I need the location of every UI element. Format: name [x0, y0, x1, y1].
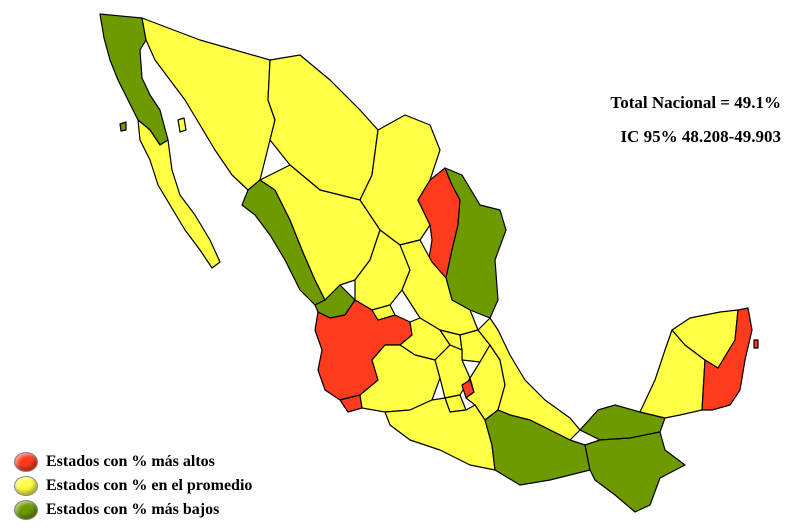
confidence-interval-label: IC 95% 48.208-49.903 — [620, 127, 781, 146]
legend-low-label: Estados con % más bajos — [46, 501, 220, 518]
legend-low-swatch — [14, 500, 38, 520]
legend-item-average: Estados con % en el promedio — [14, 474, 252, 498]
island-cedros — [119, 121, 127, 132]
legend-high-label: Estados con % más altos — [46, 453, 215, 470]
legend-item-high: Estados con % más altos — [14, 450, 252, 474]
state-chiapas — [584, 431, 686, 513]
state-quintana-roo — [701, 307, 753, 411]
legend-average-swatch — [14, 476, 38, 496]
map-legend: Estados con % más altos Estados con % en… — [14, 450, 252, 522]
state-baja-california-sur — [137, 119, 221, 269]
national-total-label: Total Nacional = 49.1% — [610, 93, 781, 112]
legend-high-swatch — [14, 452, 38, 472]
island-cozumel — [753, 339, 759, 349]
state-aguascalientes — [371, 304, 396, 321]
state-tamaulipas — [444, 167, 507, 319]
state-durango — [259, 164, 381, 301]
legend-item-low: Estados con % más bajos — [14, 498, 252, 522]
legend-average-label: Estados con % en el promedio — [46, 477, 253, 494]
national-stats: Total Nacional = 49.1% IC 95% 48.208-49.… — [610, 86, 781, 154]
island-tiburon — [177, 117, 187, 133]
